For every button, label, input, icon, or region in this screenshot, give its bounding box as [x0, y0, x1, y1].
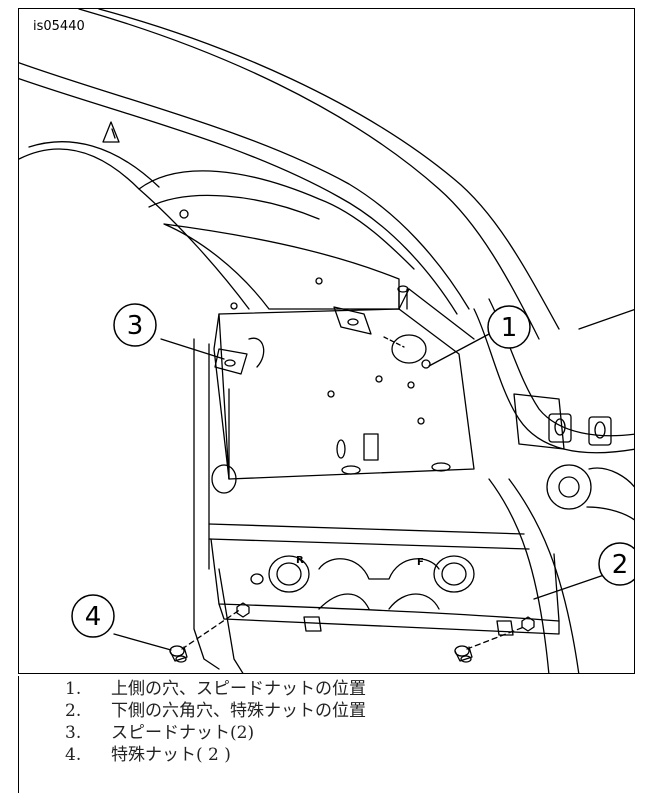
bracket-port-left-inner — [276, 562, 302, 586]
bracket-web — [318, 558, 440, 580]
left-boss — [248, 337, 265, 368]
leader-1 — [428, 332, 492, 367]
frame-rail-top-inner — [19, 78, 458, 315]
frame-rail-top — [19, 62, 470, 310]
speed-nut-left-hole — [224, 359, 236, 367]
plate-slot — [336, 439, 346, 459]
callout-2-number: 2 — [612, 550, 629, 580]
right-block-1 — [548, 413, 572, 443]
right-grommet-inner — [558, 476, 580, 498]
insert-path-right — [466, 626, 525, 650]
frame-rail-outer — [78, 9, 540, 340]
right-bracket — [513, 393, 565, 450]
legend-item-number: 1. — [65, 679, 82, 699]
right-block-2 — [588, 416, 612, 446]
leader-3 — [160, 338, 225, 360]
plate-hole — [421, 359, 431, 369]
leader-2 — [533, 574, 605, 600]
bracket-port-left — [268, 555, 310, 593]
figure-frame: is05440 — [18, 8, 635, 674]
plate-slot — [431, 462, 451, 472]
plate-slot — [341, 465, 361, 475]
bracket-port-right — [433, 555, 475, 593]
speed-nut-left — [214, 348, 248, 375]
fender-upper — [19, 148, 250, 310]
speed-nut-right-hole — [347, 318, 359, 326]
plate-letter-r: R — [296, 555, 304, 566]
legend-item-number: 3. — [65, 723, 82, 743]
frame-rail-outer-2 — [98, 9, 560, 330]
bracket-web-lower — [318, 593, 440, 610]
lower-bracket-top-2 — [208, 538, 530, 550]
plate-hole — [417, 417, 425, 425]
fender-hole — [179, 209, 189, 219]
legend-item-number: 2. — [65, 701, 82, 721]
special-nut-right — [454, 645, 473, 663]
hex-hole-right — [521, 616, 535, 632]
assembly-line-drawing: R F — [19, 9, 634, 673]
fender-slope-2 — [148, 194, 320, 220]
legend-item-text: 特殊ナット( 2 ) — [111, 745, 231, 765]
fender-slope — [138, 170, 415, 270]
right-hose-2 — [586, 506, 634, 521]
mount-plate-upper — [163, 223, 400, 310]
figure-id-label: is05440 — [33, 19, 85, 34]
bracket-hole-left — [250, 573, 264, 585]
right-lower-curve — [488, 478, 550, 673]
mount-plate — [218, 308, 475, 480]
upper-hole-dash — [383, 336, 405, 348]
right-frame-curve — [473, 308, 634, 454]
right-grommet — [546, 464, 592, 510]
left-post-outer — [193, 338, 220, 670]
lower-bracket-top — [208, 523, 525, 535]
right-lower-curve-2 — [508, 478, 580, 673]
callout-2-circle — [598, 542, 634, 586]
right-hose — [588, 467, 634, 488]
insert-path-left — [181, 608, 242, 650]
leader-4 — [113, 633, 172, 651]
legend-item-number: 4. — [65, 745, 82, 765]
mount-plate-right-edge — [398, 288, 475, 340]
bracket-port-right-inner — [441, 562, 467, 586]
peg-top — [397, 285, 409, 293]
lower-bracket-lip — [218, 603, 560, 635]
triangle-mark — [102, 121, 120, 143]
callout-3-circle — [113, 303, 157, 347]
plate-hole — [375, 375, 383, 383]
callout-1-circle — [487, 305, 531, 349]
legend-item-text: 下側の六角穴、特殊ナットの位置 — [111, 701, 366, 721]
right-strut — [578, 309, 634, 330]
peg — [398, 288, 408, 310]
callout-4-circle — [71, 594, 115, 638]
legend-item-text: スピードナット(2) — [111, 723, 255, 743]
left-post-lower — [218, 568, 244, 673]
legend-item-text: 上側の穴、スピードナットの位置 — [111, 679, 366, 699]
lower-stud-left — [303, 616, 322, 632]
triangle-mark-inner — [111, 128, 116, 139]
callout-3-number: 3 — [127, 311, 144, 341]
mount-plate-edge — [213, 313, 230, 480]
speed-nut-right — [333, 306, 372, 335]
callout-4-number: 4 — [85, 602, 102, 632]
callout-1-number: 1 — [501, 313, 518, 343]
upper-hole — [391, 334, 427, 364]
lower-stud-right — [496, 620, 514, 636]
plate-tab — [363, 433, 379, 461]
plate-hole — [315, 277, 323, 285]
special-nut-left — [169, 645, 188, 663]
fender-upper-2 — [28, 141, 160, 188]
left-post-knob — [211, 464, 237, 494]
plate-letter-f: F — [417, 557, 424, 568]
right-block-2-slot — [594, 421, 606, 439]
right-block-1-slot — [554, 418, 566, 436]
plate-hole — [327, 390, 335, 398]
parts-legend: 1. 上側の穴、スピードナットの位置 2. 下側の六角穴、特殊ナットの位置 3.… — [18, 676, 635, 793]
lower-bracket-body — [210, 538, 560, 622]
plate-hole — [230, 302, 238, 310]
hex-hole-left — [236, 602, 250, 618]
plate-hole — [407, 381, 415, 389]
